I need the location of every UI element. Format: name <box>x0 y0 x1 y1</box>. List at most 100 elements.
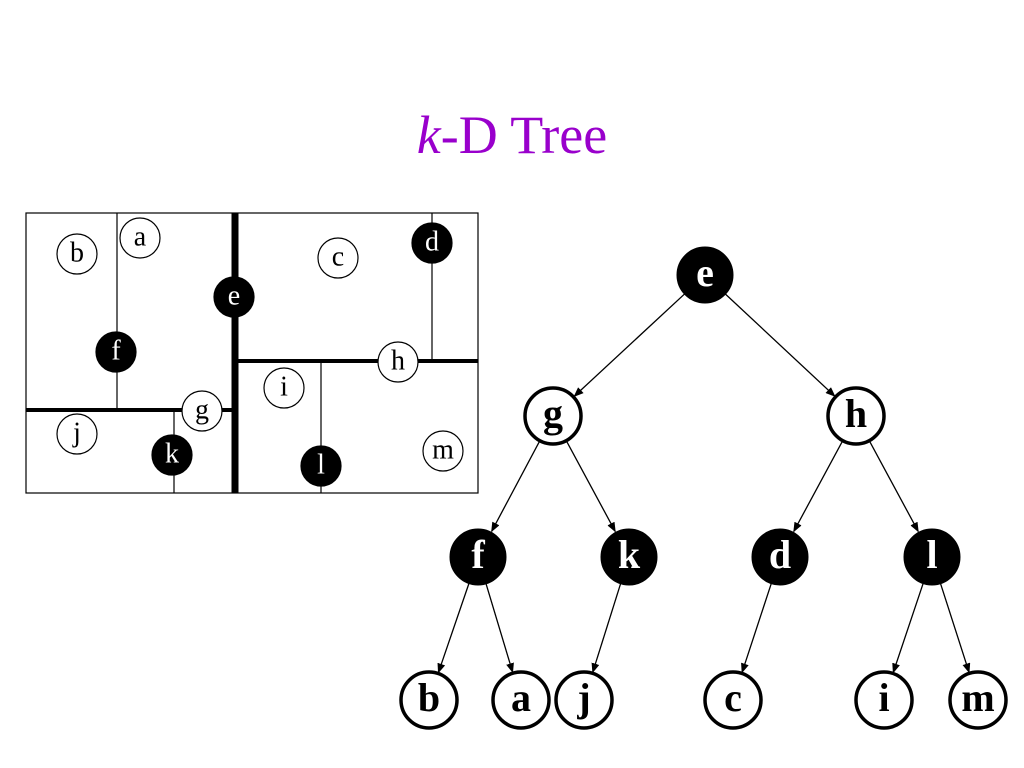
partition-point-m: m <box>422 430 464 472</box>
tree-edge-g-k <box>565 440 616 533</box>
partition-point-c: c <box>317 237 359 279</box>
partition-point-l-label: l <box>317 449 325 480</box>
partition-point-e: e <box>213 276 255 318</box>
tree-node-i-label: i <box>878 675 889 720</box>
tree-node-f-label: f <box>471 532 485 577</box>
partition-panel: a b c d e f g h i j k l m <box>25 212 479 494</box>
tree-node-j-label: j <box>576 675 590 720</box>
tree-node-i-circle <box>854 670 914 730</box>
tree-node-d-label: d <box>769 532 791 577</box>
partition-point-h-label: h <box>391 345 405 376</box>
tree-node-b: b <box>399 670 459 730</box>
partition-point-j-label: j <box>72 417 81 448</box>
tree-edge-e-g <box>573 293 685 397</box>
tree-node-h-circle <box>826 386 886 446</box>
partition-point-h: h <box>377 341 419 383</box>
partition-point-b-label: b <box>70 237 84 268</box>
tree-node-c-circle <box>703 670 763 730</box>
partition-point-a-label: a <box>134 221 147 252</box>
tree-edge-l-i <box>892 583 924 674</box>
tree-edge-h-l <box>868 440 919 533</box>
tree-node-l-circle <box>903 528 961 586</box>
partition-point-j: j <box>56 413 98 455</box>
partition-point-l: l <box>300 445 342 487</box>
tree-node-m-circle <box>948 670 1008 730</box>
partition-point-c-label: c <box>332 241 344 272</box>
tree-node-l-label: l <box>926 532 937 577</box>
tree-node-d: d <box>751 528 809 586</box>
tree-edges <box>437 293 971 674</box>
partition-point-k-label: k <box>165 438 179 469</box>
tree-node-d-circle <box>751 528 809 586</box>
partition-point-e-circle <box>213 276 255 318</box>
tree-edge-f-b <box>437 583 470 674</box>
partition-point-d-circle <box>411 222 453 264</box>
tree-edge-k-j <box>591 583 622 674</box>
tree-node-a-label: a <box>511 675 531 720</box>
partition-point-g-label: g <box>195 394 209 425</box>
tree-edge-h-d <box>793 440 844 533</box>
partition-point-c-circle <box>317 237 359 279</box>
tree-node-a-circle <box>491 670 551 730</box>
partition-point-i-circle <box>263 367 305 409</box>
tree-node-b-label: b <box>418 675 440 720</box>
partition-point-f-circle <box>95 331 137 373</box>
partition-point-e-label: e <box>228 280 240 311</box>
partition-point-m-label: m <box>432 434 454 465</box>
tree-edge-g-f <box>491 440 541 533</box>
tree-node-e-circle <box>676 246 734 304</box>
tree-node-e: e <box>676 246 734 304</box>
partition-point-f-label: f <box>111 335 121 366</box>
partition-point-b: b <box>56 233 98 275</box>
partition-point-a-circle <box>119 217 161 259</box>
tree-node-c-label: c <box>724 675 742 720</box>
tree-node-b-circle <box>399 670 459 730</box>
partition-point-m-circle <box>422 430 464 472</box>
tree-node-j: j <box>554 670 614 730</box>
tree-node-h-label: h <box>845 391 867 436</box>
tree-node-g-label: g <box>543 391 563 436</box>
partition-point-i-label: i <box>280 371 288 402</box>
tree-node-m-label: m <box>961 675 994 720</box>
tree-node-e-label: e <box>696 250 714 295</box>
partition-points: a b c d e f g h i j k l m <box>56 217 464 487</box>
tree-node-c: c <box>703 670 763 730</box>
tree-node-f-circle <box>449 528 507 586</box>
slide-title: k-D Tree <box>0 100 1024 170</box>
partition-point-g: g <box>181 390 223 432</box>
partition-point-l-circle <box>300 445 342 487</box>
tree-node-k-circle <box>600 528 658 586</box>
partition-point-j-circle <box>56 413 98 455</box>
tree-node-m: m <box>948 670 1008 730</box>
partition-border <box>25 212 479 494</box>
tree-node-a: a <box>491 670 551 730</box>
partition-point-g-circle <box>181 390 223 432</box>
tree-node-f: f <box>449 528 507 586</box>
tree-edge-d-c <box>741 583 772 674</box>
partition-point-k-circle <box>151 434 193 476</box>
title-k: k <box>416 105 441 165</box>
tree-edge-l-m <box>939 583 971 674</box>
tree-edge-f-a <box>485 583 514 674</box>
partition-point-k: k <box>151 434 193 476</box>
title-text: -D Tree <box>440 105 608 165</box>
partition-point-f: f <box>95 331 137 373</box>
tree-node-g: g <box>523 386 583 446</box>
tree-node-j-circle <box>554 670 614 730</box>
partition-point-i: i <box>263 367 305 409</box>
partition-point-a: a <box>119 217 161 259</box>
tree-node-k: k <box>600 528 658 586</box>
tree-node-h: h <box>826 386 886 446</box>
tree-node-l: l <box>903 528 961 586</box>
tree-node-k-label: k <box>618 532 641 577</box>
tree-node-i: i <box>854 670 914 730</box>
partition-point-h-circle <box>377 341 419 383</box>
partition-point-d-label: d <box>425 226 439 257</box>
partition-point-b-circle <box>56 233 98 275</box>
tree-node-g-circle <box>523 386 583 446</box>
partition-point-d: d <box>411 222 453 264</box>
tree-edge-e-h <box>725 293 836 397</box>
